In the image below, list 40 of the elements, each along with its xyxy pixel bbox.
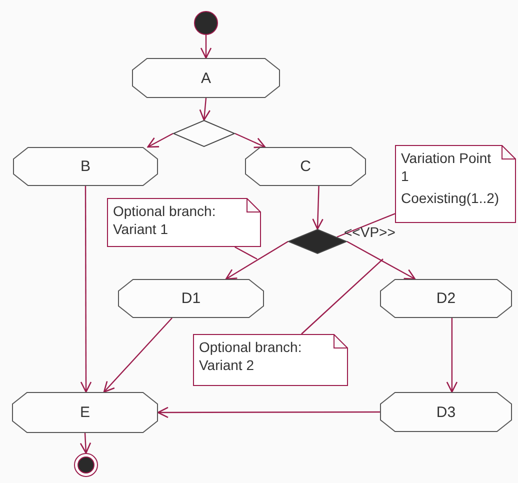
node-label: E [80,404,90,421]
arrow [200,35,212,59]
stereotype-label: <<VP>> [344,224,396,240]
leader-line [301,258,384,334]
note-text: Variation Point 1 [401,149,492,185]
note-text: Optional branch: Variant 2 [199,338,303,374]
final-node [74,453,98,477]
action-node [13,147,158,186]
action-node [380,279,512,318]
arrow [157,406,380,418]
arrow [147,132,174,148]
note [107,198,261,247]
node-label: B [80,158,90,175]
node-label: D3 [436,404,456,420]
action-node [12,392,158,433]
arrow [80,432,92,454]
node-label: D1 [181,290,201,307]
arrow [199,98,211,121]
arrow [346,240,416,280]
initial-node [194,11,218,35]
action-node [380,392,512,432]
note [395,145,516,223]
arrow [225,240,288,280]
node-label: D2 [436,290,456,307]
arrow [312,186,324,230]
action-node [118,279,264,318]
node-label: A [200,70,211,86]
note-text: Coexisting(1..2) [401,189,498,207]
arrow [80,186,92,393]
decision-diamond [173,120,235,147]
arrow [234,132,266,148]
leader-line [336,213,396,238]
arrow [103,318,172,393]
node-label: C [300,158,311,175]
arrow [446,318,458,393]
action-node [132,58,280,98]
leader-line [234,246,258,260]
note [193,334,348,386]
action-node [245,147,366,186]
note-text: Optional branch: Variant 1 [113,202,217,238]
